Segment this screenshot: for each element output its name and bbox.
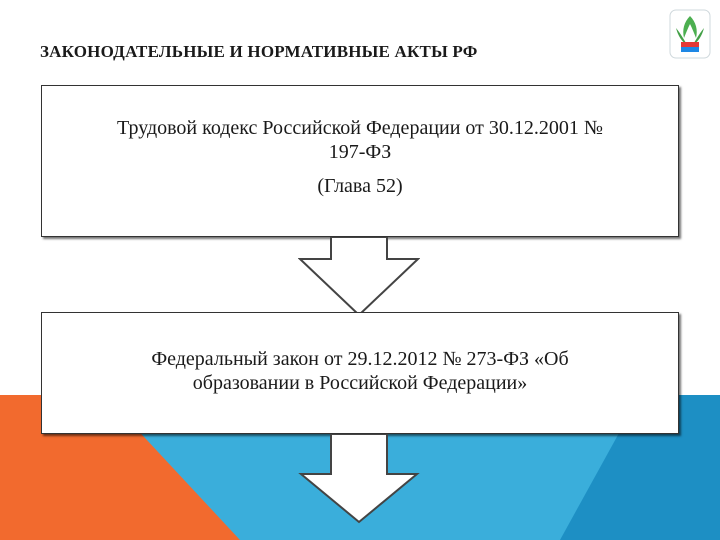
slide-title: ЗАКОНОДАТЕЛЬНЫЕ И НОРМАТИВНЫЕ АКТЫ РФ (40, 42, 478, 61)
labor-code-line2: 197-ФЗ (328, 141, 392, 163)
education-law-line2: образовании в Российской Федерации» (192, 372, 528, 394)
education-law-line1: Федеральный закон от 29.12.2012 № 273-ФЗ… (151, 348, 569, 370)
down-arrow-icon (298, 237, 420, 317)
education-law-box: Федеральный закон от 29.12.2012 № 273-ФЗ… (41, 312, 679, 434)
union-emblem-icon (669, 9, 711, 59)
blue-dark-shape (560, 395, 720, 540)
down-arrow-icon (298, 434, 420, 524)
labor-code-line1: Трудовой кодекс Российской Федерации от … (117, 117, 603, 139)
labor-code-chapter: (Глава 52) (317, 175, 403, 197)
labor-code-box: Трудовой кодекс Российской Федерации от … (41, 85, 679, 237)
